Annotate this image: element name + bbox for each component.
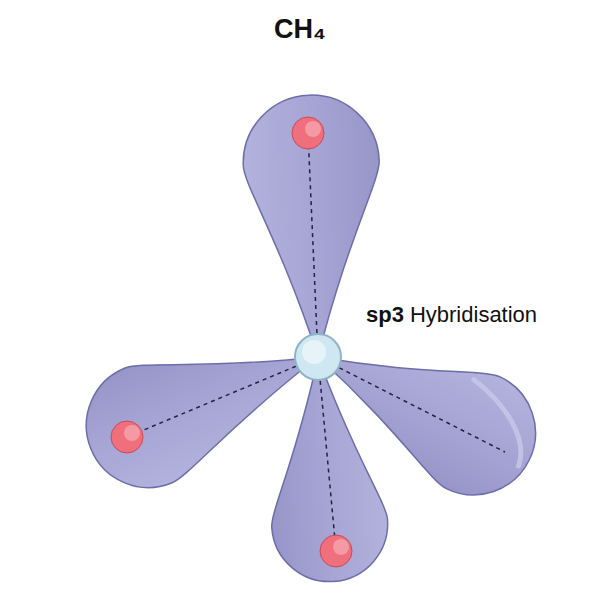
diagram-title: CH₄ <box>0 14 600 45</box>
bottom-lobe <box>260 353 391 586</box>
top-lobe <box>241 93 386 360</box>
label-row: sp3Hybridisation <box>366 302 537 328</box>
hybrid-type: sp3 <box>366 302 404 328</box>
hydrogen-atoms <box>111 117 352 567</box>
hybrid-word: Hybridisation <box>410 302 537 328</box>
bond-axes <box>127 133 505 551</box>
carbon-atom <box>295 334 341 380</box>
